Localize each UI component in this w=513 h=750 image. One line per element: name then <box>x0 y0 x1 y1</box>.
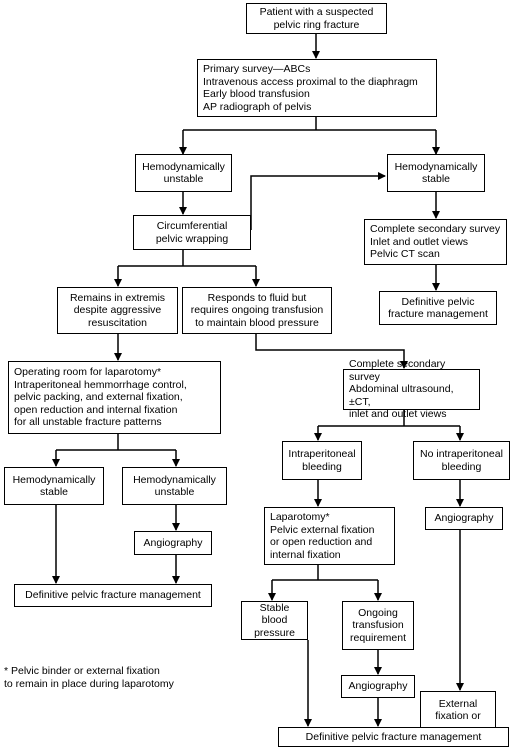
node-external-fixation: External fixation or <box>420 691 496 729</box>
node-hemodynamically-stable: Hemodynamically stable <box>387 154 485 192</box>
node-operating-room-laparotomy: Operating room for laparotomy* Intraperi… <box>8 361 221 434</box>
node-patient-suspected-fracture: Patient with a suspected pelvic ring fra… <box>246 3 387 34</box>
connector-or-split <box>56 434 176 451</box>
node-angiography-or-path: Angiography <box>134 531 212 555</box>
node-or-hemodynamically-unstable: Hemodynamically unstable <box>122 467 227 505</box>
connector-primary-split <box>183 117 436 131</box>
node-responds-to-fluid: Responds to fluid but requires ongoing t… <box>182 287 332 334</box>
node-laparotomy-fixation: Laparotomy* Pelvic external fixation or … <box>264 507 395 565</box>
arrow-responds-to-secondary2 <box>255 334 408 369</box>
node-intraperitoneal-bleeding: Intraperitoneal bleeding <box>282 441 362 480</box>
node-no-intraperitoneal-bleeding: No intraperitoneal bleeding <box>413 441 510 480</box>
node-definitive-management-or: Definitive pelvic fracture management <box>14 584 212 607</box>
node-stable-blood-pressure: Stable blood pressure <box>241 601 308 640</box>
node-hemodynamically-unstable: Hemodynamically unstable <box>135 154 232 192</box>
node-definitive-management-final: Definitive pelvic fracture management <box>278 727 509 747</box>
connector-secondary2-split <box>318 410 460 427</box>
node-primary-survey: Primary survey—ABCs Intravenous access p… <box>197 59 437 117</box>
connector-laparotomy-split <box>272 565 378 581</box>
node-angiography-no-bleeding: Angiography <box>425 507 503 530</box>
node-or-hemodynamically-stable: Hemodynamically stable <box>4 467 104 505</box>
node-secondary-survey-ct: Complete secondary survey Inlet and outl… <box>364 219 507 265</box>
arrow-wrap-to-stable1 <box>250 172 386 230</box>
footnote-pelvic-binder: * Pelvic binder or external fixation to … <box>4 665 174 690</box>
node-ongoing-transfusion: Ongoing transfusion requirement <box>342 601 414 650</box>
connector-wrap-split <box>118 250 256 267</box>
node-definitive-management-stable: Definitive pelvic fracture management <box>379 291 497 325</box>
node-angiography-ongoing: Angiography <box>341 675 415 698</box>
node-remains-in-extremis: Remains in extremis despite aggressive r… <box>57 287 178 334</box>
node-secondary-survey-ultrasound: Complete secondary survey Abdominal ultr… <box>343 358 480 420</box>
node-circumferential-wrapping: Circumferential pelvic wrapping <box>133 215 251 250</box>
